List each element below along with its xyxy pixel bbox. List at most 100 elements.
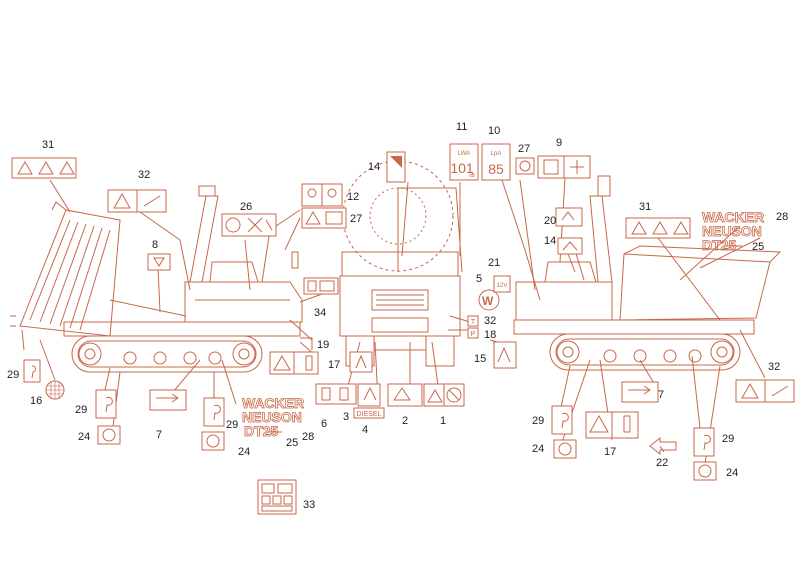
decal-20	[555, 207, 583, 227]
callout-10: 10	[488, 125, 500, 137]
callout-22-right-a: 24	[532, 443, 544, 455]
decal-2	[387, 383, 423, 407]
callout-15: 15	[474, 353, 486, 365]
decal-8	[147, 253, 171, 271]
callout-24-left: 25	[286, 437, 298, 449]
decal-30-right	[625, 217, 691, 239]
decal-13	[386, 151, 406, 183]
callout-21: 21	[488, 257, 500, 269]
decal-30-left	[11, 157, 77, 179]
callout-22-right-b: 24	[726, 467, 738, 479]
callout-numbers: 31 32 8 26 12 27 34 19 17 29 16 29 24 7 …	[7, 121, 788, 511]
decal-24-left: DT25	[244, 423, 282, 439]
callout-3: 3	[343, 411, 349, 423]
left-idler	[232, 342, 256, 366]
left-engine-cover	[184, 281, 303, 323]
left-rollbar	[189, 195, 219, 283]
callout-1: 1	[440, 415, 446, 427]
brand-wacker-left: WACKER	[242, 395, 304, 411]
callout-11: 11	[456, 121, 467, 133]
sound-power-unit: dB	[469, 173, 476, 179]
decal-28	[301, 207, 347, 229]
decal-29-left-a	[23, 359, 41, 383]
left-skip	[19, 209, 121, 337]
decal-11: LWA 101 dB	[449, 143, 479, 181]
callout-30-left: 31	[42, 139, 54, 151]
decal-12	[301, 183, 343, 207]
callout-24-right: 25	[752, 241, 764, 253]
callout-2: 2	[402, 415, 408, 427]
callout-29-left-a: 29	[7, 369, 19, 381]
center-rollbar	[397, 187, 463, 273]
callout-5: 5	[476, 273, 482, 285]
decal-14	[557, 237, 583, 255]
wacker-logo	[478, 289, 500, 311]
callout-29-left-b: 29	[75, 404, 87, 416]
decal-22-left-a	[97, 425, 121, 445]
left-track-inner	[77, 340, 257, 368]
right-rollbar	[589, 195, 613, 283]
callout-12: 12	[347, 191, 359, 203]
sound-pressure-symbol: LpA	[491, 151, 502, 157]
decal-22-left-b	[201, 431, 225, 451]
decal-24-right: DT25	[702, 237, 742, 253]
decal-27-right: WACKER NEUSON	[702, 209, 765, 240]
callout-27-right: 28	[776, 211, 788, 223]
decal-17-right	[585, 411, 639, 439]
left-sprocket	[78, 342, 102, 366]
sound-power-symbol: LWA	[458, 151, 470, 157]
callout-31-right: 32	[768, 361, 780, 373]
decal-6	[315, 383, 357, 405]
decal-18: P	[467, 327, 479, 339]
callout-31-left: 32	[138, 169, 150, 181]
decal-27-left: WACKER NEUSON	[242, 395, 305, 426]
decal-15	[493, 341, 517, 369]
decal-25	[221, 213, 277, 237]
decal-29-left-b	[95, 389, 117, 419]
brand-neuson-left: NEUSON	[242, 409, 302, 425]
decal-4: DIESEL	[353, 407, 385, 419]
decal-31-right	[735, 379, 795, 403]
decal-29-right-a	[551, 405, 573, 435]
callout-9: 9	[556, 137, 562, 149]
callout-22-left-a: 24	[78, 431, 90, 443]
center-body	[339, 275, 461, 337]
right-seat	[544, 261, 597, 283]
model-dt25-left: DT25	[244, 423, 278, 439]
callout-17-right: 17	[604, 446, 616, 458]
callout-7-left: 7	[156, 429, 162, 441]
decal-7-right	[621, 381, 659, 403]
callout-8: 8	[152, 239, 158, 251]
callout-19: 19	[317, 339, 329, 351]
decal-31-left	[107, 189, 167, 213]
decal-3	[357, 383, 381, 407]
left-chassis	[63, 321, 301, 337]
callout-29-right-a: 29	[532, 415, 544, 427]
decal-32-letter: T	[471, 319, 476, 326]
decal-1	[423, 383, 465, 407]
decal-23	[649, 436, 677, 456]
callout-25: 26	[240, 201, 252, 213]
center-machine: W	[339, 160, 500, 367]
sound-pressure-value: 85	[488, 161, 504, 177]
callout-30-right: 31	[639, 201, 651, 213]
callout-32: 32	[484, 315, 496, 327]
decal-7-left	[149, 389, 187, 411]
decal-19	[300, 337, 313, 350]
callout-33: 34	[314, 307, 326, 319]
callout-29-right-b: 29	[722, 433, 734, 445]
callout-18: 18	[484, 329, 496, 341]
decal-22-right-b	[693, 461, 717, 481]
callout-27-left: 28	[302, 431, 314, 443]
right-chassis	[513, 319, 755, 335]
callout-34: 33	[303, 499, 315, 511]
diesel-label: DIESEL	[357, 411, 382, 418]
decal-33	[303, 277, 339, 295]
left-seat	[209, 261, 259, 283]
callout-4: 4	[362, 424, 368, 436]
right-engine-cover	[515, 281, 613, 320]
center-grille	[371, 289, 429, 311]
center-track-right	[425, 335, 455, 367]
